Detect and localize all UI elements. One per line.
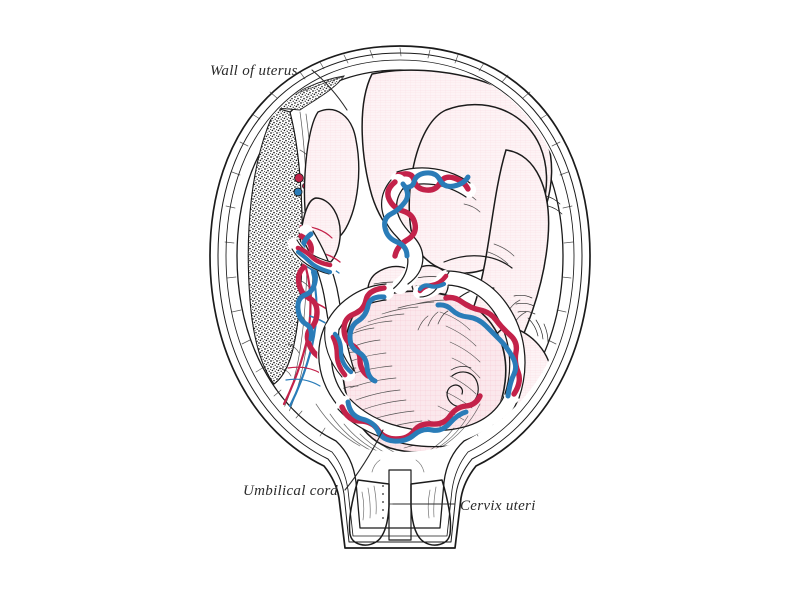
label-cervix-uteri: Cervix uteri (392, 498, 536, 514)
label-umbilical-cord-text: Umbilical cord (243, 483, 338, 499)
labels-layer: Wall of uterus Umbilical cord Cervix ute… (210, 63, 536, 514)
maternal-vessels (293, 173, 308, 197)
lower-segment-shading (315, 403, 481, 452)
uterine-cavity-contents (247, 69, 563, 452)
umbilical-cord (287, 167, 526, 448)
label-umbilical-cord: Umbilical cord (243, 429, 384, 499)
label-cervix-uteri-text: Cervix uteri (460, 498, 536, 514)
uterine-wall (209, 45, 591, 549)
label-wall-of-uterus-text: Wall of uterus (210, 63, 298, 79)
fetal-ear (446, 366, 479, 408)
label-wall-of-uterus: Wall of uterus (210, 63, 348, 111)
